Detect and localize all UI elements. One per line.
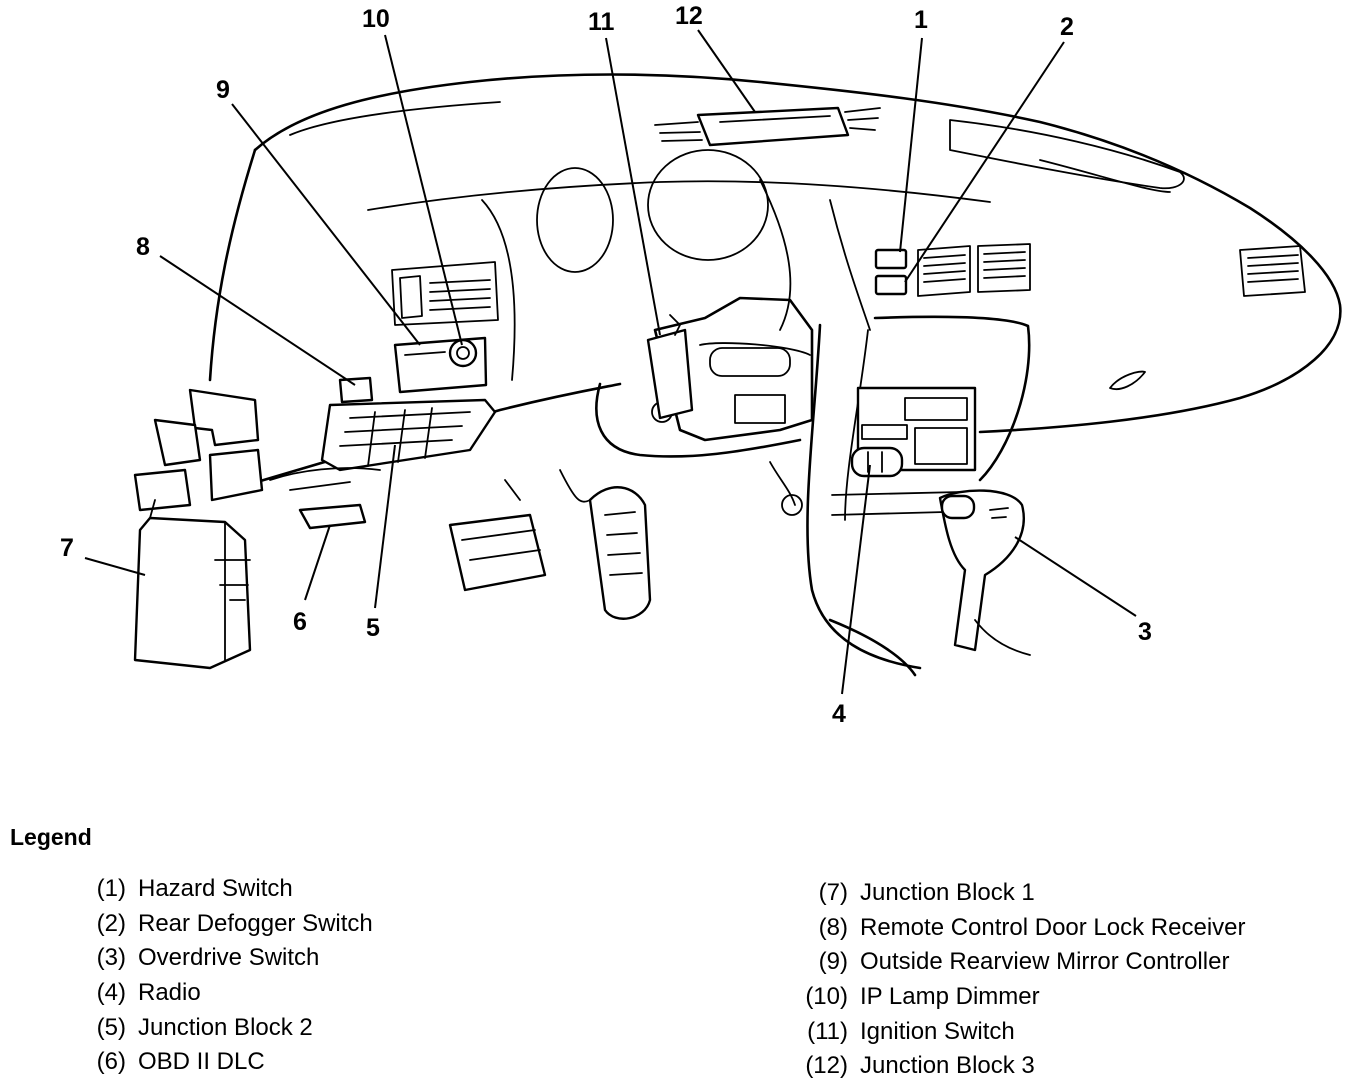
door-lock-receiver [338, 376, 374, 404]
callout-10: 10 [362, 5, 390, 33]
callout-3: 3 [1138, 618, 1152, 646]
legend-label: Junction Block 1 [860, 879, 1035, 907]
legend-item: (2) Rear Defogger Switch [66, 907, 373, 942]
callout-7: 7 [60, 534, 74, 562]
legend-label: Junction Block 3 [860, 1052, 1035, 1080]
legend-item: (10) IP Lamp Dimmer [788, 980, 1246, 1015]
dashboard-outline [208, 73, 1342, 677]
legend-item: (7) Junction Block 1 [788, 876, 1246, 911]
legend-label: Remote Control Door Lock Receiver [860, 913, 1246, 941]
legend-number: (10) [805, 983, 848, 1011]
legend-label: Radio [138, 979, 201, 1007]
hazard-switch [874, 248, 908, 270]
callout-labels: 1 2 3 4 5 6 7 8 9 10 11 12 [60, 2, 1152, 728]
callout-1: 1 [914, 6, 928, 34]
legend-item: (8) Remote Control Door Lock Receiver [788, 911, 1246, 946]
legend-label: Hazard Switch [138, 875, 293, 903]
legend-number: (1) [96, 875, 126, 903]
legend-label: Junction Block 2 [138, 1013, 313, 1041]
legend-label: Overdrive Switch [138, 944, 320, 972]
callout-8: 8 [136, 233, 150, 261]
radio [831, 386, 977, 516]
legend-number: (5) [96, 1013, 126, 1041]
legend-right-column: (7) Junction Block 1 (8) Remote Control Do… [788, 876, 1246, 1084]
leader-lines [84, 29, 1137, 695]
legend-title: Legend [10, 824, 92, 850]
junction-block-1 [133, 388, 264, 670]
shift-lever [938, 489, 1031, 656]
legend-label: OBD II DLC [138, 1048, 265, 1076]
legend-number: (6) [96, 1048, 126, 1076]
ignition-switch [646, 314, 694, 420]
legend-label: IP Lamp Dimmer [860, 983, 1040, 1011]
ip-lamp-dimmer [448, 338, 478, 368]
legend-item: (4) Radio [66, 976, 373, 1011]
legend-number: (7) [818, 879, 848, 907]
right-air-vent-icon [1239, 245, 1306, 297]
callout-2: 2 [1060, 13, 1074, 41]
legend-number: (4) [96, 979, 126, 1007]
center-air-vent-icon [917, 243, 1031, 297]
obd-ii-dlc [298, 503, 367, 530]
legend-number: (2) [96, 909, 126, 937]
callout-6: 6 [293, 608, 307, 636]
legend-number: (8) [818, 913, 848, 941]
accelerator-pedal [559, 469, 652, 620]
rear-defogger-switch [874, 274, 908, 296]
brake-pedal [448, 479, 547, 592]
junction-block-2 [269, 398, 497, 491]
callout-5: 5 [366, 614, 380, 642]
left-air-vent-icon [391, 261, 499, 326]
legend-number: (11) [807, 1017, 848, 1045]
legend-number: (12) [805, 1052, 848, 1080]
junction-block-3 [654, 106, 881, 147]
legend-item: (11) Ignition Switch [788, 1014, 1246, 1049]
callout-4: 4 [832, 700, 846, 728]
callout-9: 9 [216, 76, 230, 104]
callout-12: 12 [675, 2, 703, 30]
legend-item: (3) Overdrive Switch [66, 941, 373, 976]
legend-number: (9) [818, 948, 848, 976]
legend-left-column: (1) Hazard Switch (2) Rear Defogger Switch… [66, 872, 373, 1080]
callout-11: 11 [588, 8, 615, 36]
legend-number: (3) [96, 944, 126, 972]
instrument-panel-diagram: 1 2 3 4 5 6 7 8 9 10 11 12 [60, 2, 1342, 728]
legend-item: (6) OBD II DLC [66, 1045, 373, 1080]
legend-item: (9) Outside Rearview Mirror Controller [788, 945, 1246, 980]
legend-label: Rear Defogger Switch [138, 909, 373, 937]
legend-label: Ignition Switch [860, 1017, 1015, 1045]
legend-label: Outside Rearview Mirror Controller [860, 948, 1230, 976]
legend-item: (5) Junction Block 2 [66, 1010, 373, 1045]
legend-item: (12) Junction Block 3 [788, 1049, 1246, 1084]
legend-item: (1) Hazard Switch [66, 872, 373, 907]
